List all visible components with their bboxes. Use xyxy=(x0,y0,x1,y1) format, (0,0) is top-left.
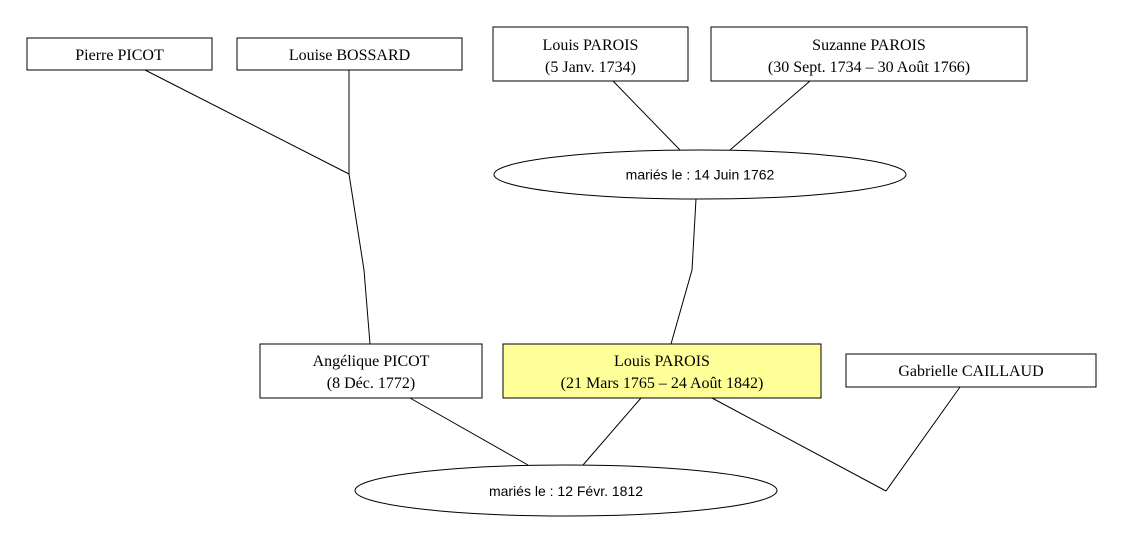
person-box-gabrielle-caillaud[interactable]: Gabrielle CAILLAUD xyxy=(845,353,1097,388)
marriage-ellipse-1762[interactable]: mariés le : 14 Juin 1762 xyxy=(493,149,907,200)
person-name: Suzanne PAROIS xyxy=(812,37,926,54)
person-dates: (30 Sept. 1734 – 30 Août 1766) xyxy=(768,59,970,76)
marriage-label: mariés le : 14 Juin 1762 xyxy=(626,167,775,183)
person-box-louise-bossard[interactable]: Louise BOSSARD xyxy=(236,37,463,71)
person-name: Louis PAROIS xyxy=(614,353,710,370)
person-box-angelique-picot[interactable]: Angélique PICOT (8 Déc. 1772) xyxy=(259,343,483,399)
link-louis-parois-father xyxy=(612,80,681,151)
person-box-louis-parois-father[interactable]: Louis PAROIS (5 Janv. 1734) xyxy=(492,26,689,82)
person-name: Gabrielle CAILLAUD xyxy=(898,363,1043,380)
marriage-label: mariés le : 12 Févr. 1812 xyxy=(489,483,643,499)
person-name: Angélique PICOT xyxy=(313,353,430,370)
person-box-pierre-picot[interactable]: Pierre PICOT xyxy=(26,37,213,71)
link-pierre-picot xyxy=(144,69,350,175)
link-louis-to-gabrielle xyxy=(711,397,887,492)
person-box-suzanne-parois[interactable]: Suzanne PAROIS (30 Sept. 1734 – 30 Août … xyxy=(710,26,1028,82)
person-name: Louise BOSSARD xyxy=(289,47,410,64)
link-picot-parents-to-angelique xyxy=(348,173,371,345)
person-dates: (5 Janv. 1734) xyxy=(545,59,636,76)
person-dates: (21 Mars 1765 – 24 Août 1842) xyxy=(561,375,764,392)
link-suzanne-parois xyxy=(729,80,811,151)
person-box-louis-parois[interactable]: Louis PAROIS (21 Mars 1765 – 24 Août 184… xyxy=(502,343,822,399)
person-dates: (8 Déc. 1772) xyxy=(327,375,415,392)
link-gabrielle-caillaud xyxy=(885,386,961,492)
marriage-ellipse-1812[interactable]: mariés le : 12 Févr. 1812 xyxy=(354,464,778,517)
link-angelique-to-marriage-1812 xyxy=(409,397,529,466)
person-name: Louis PAROIS xyxy=(543,37,639,54)
connectors xyxy=(144,69,961,492)
link-marriage-1762-to-louis xyxy=(670,198,697,345)
person-name: Pierre PICOT xyxy=(75,47,164,64)
link-louis-to-marriage-1812 xyxy=(582,397,642,466)
